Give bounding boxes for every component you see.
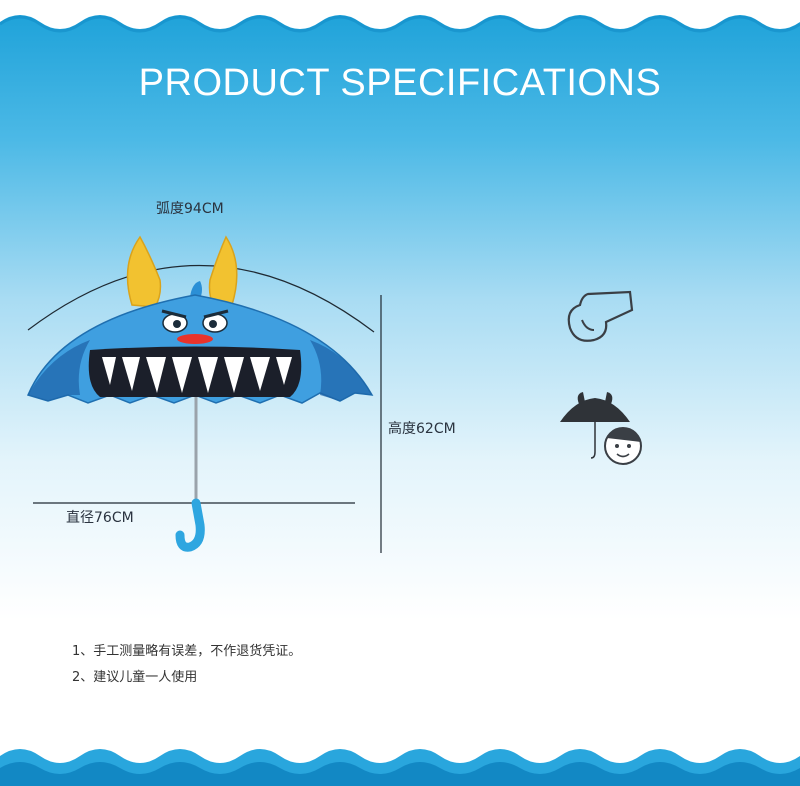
bottom-wave-border (0, 749, 800, 786)
arc-dimension-label: 弧度94CM (156, 201, 224, 217)
diameter-dimension-label: 直径76CM (66, 510, 134, 526)
note-item: 2、建议儿童一人使用 (72, 670, 198, 685)
note-item: 1、手工测量略有误差，不作退货凭证。 (72, 644, 302, 659)
height-dimension-label: 高度62CM (388, 421, 456, 437)
child-umbrella-icon (560, 392, 642, 465)
monster-umbrella-icon (26, 235, 374, 552)
top-wave-border (0, 0, 800, 33)
page-title: PRODUCT SPECIFICATIONS (138, 62, 662, 104)
arc-dimension-line (27, 265, 375, 333)
whistle-icon (567, 290, 634, 342)
